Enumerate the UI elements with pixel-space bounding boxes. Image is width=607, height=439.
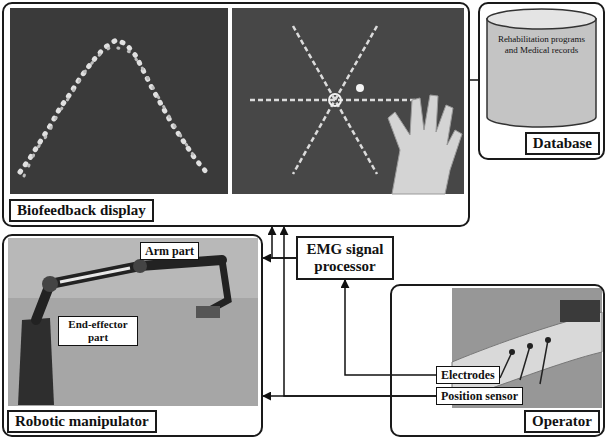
sensor-tag: Position sensor: [436, 387, 523, 405]
robot-joint: [133, 259, 147, 273]
display-panel: Biofeedback display: [2, 2, 470, 227]
robot-photo: [8, 238, 258, 406]
robot-joint: [42, 276, 58, 292]
cylinder-shape: [486, 8, 597, 128]
target-center: [329, 94, 341, 106]
connector: [263, 395, 436, 397]
operator-panel: Operator ElectrodesPosition sensor: [390, 284, 605, 437]
end-effector: [206, 260, 228, 312]
connector: [284, 227, 436, 396]
robot-panel: Robotic manipulator Arm partEnd-effector …: [2, 234, 263, 437]
part-tag: End-effector part: [58, 316, 138, 346]
part-tag: Arm part: [140, 242, 199, 260]
heading-holder: Database: [525, 132, 600, 155]
database-panel: Database Rehabilitation programs and Medi…: [478, 2, 605, 160]
electrode-wire: [500, 340, 548, 384]
sensor-tag: Electrodes: [436, 366, 500, 384]
database-cylinder: Rehabilitation programs and Medical reco…: [486, 8, 597, 128]
screen-image: [10, 8, 228, 194]
part-label: Position sensor: [441, 389, 518, 403]
electrode-pad: [509, 349, 515, 355]
connector: [470, 79, 478, 81]
processor-label: EMG signal processor: [304, 241, 386, 275]
trace-dots: [20, 40, 208, 174]
heading-holder: Robotic manipulator: [7, 410, 157, 433]
part-label: Arm part: [145, 244, 194, 258]
cylinder-label: Rehabilitation programs and Medical reco…: [486, 8, 597, 56]
connector: [263, 257, 296, 259]
cylinder-top: [487, 9, 596, 29]
part-label: Electrodes: [441, 368, 495, 382]
panel-heading: Operator: [524, 410, 600, 433]
screen-image: [232, 8, 464, 194]
heading-holder: Operator: [524, 410, 600, 433]
panel-heading: Database: [525, 132, 600, 155]
panel-heading: Biofeedback display: [9, 199, 154, 222]
hand-image: [388, 95, 462, 194]
sensor-device: [560, 300, 600, 322]
part-label: End-effector part: [63, 318, 133, 344]
robot-base: [18, 318, 54, 405]
robot-arm: [36, 260, 222, 320]
trace-dots: [24, 46, 194, 176]
electrode-pad: [527, 343, 533, 349]
target-star: [250, 26, 420, 174]
electrode-pad: [545, 337, 551, 343]
panel-heading: Robotic manipulator: [7, 410, 157, 433]
cursor-dot: [356, 84, 364, 92]
grip-handle: [196, 306, 220, 318]
heading-holder: Biofeedback display: [9, 199, 154, 222]
arm-highlight: [60, 268, 130, 282]
processor-box: EMG signal processor: [296, 236, 394, 280]
